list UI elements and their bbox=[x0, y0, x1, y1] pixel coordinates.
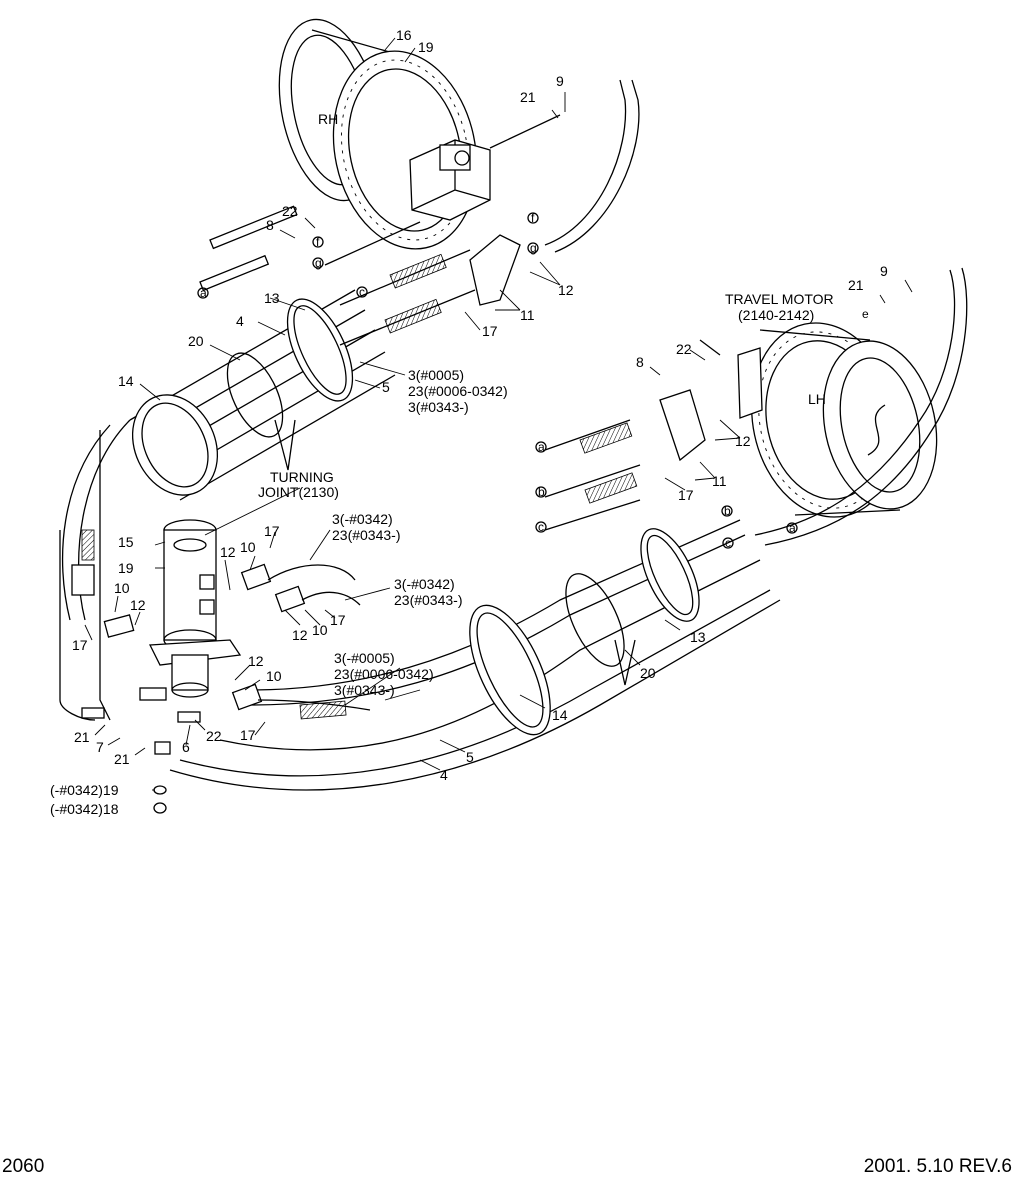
callout-21-left2: 21 bbox=[114, 751, 130, 767]
conn-marker-f: f bbox=[316, 235, 320, 249]
callout-17-right: 17 bbox=[678, 487, 694, 503]
lower-hose-bundle bbox=[169, 519, 781, 791]
left-hose-loop bbox=[59, 419, 131, 721]
callout-15: 15 bbox=[118, 534, 134, 550]
callout-5-bottom: 5 bbox=[466, 749, 474, 765]
callout-21-right: 21 bbox=[848, 277, 864, 293]
callout-19-mid: 19 bbox=[118, 560, 134, 576]
leader-lines bbox=[84, 37, 913, 791]
callout-group1-a: 3(#0005) bbox=[408, 367, 464, 383]
conn-marker-a2: a bbox=[538, 440, 545, 454]
callout-22-top: 22 bbox=[282, 203, 298, 219]
lh-travel-motor bbox=[737, 322, 938, 518]
label-turning-joint-ref: JOINT(2130) bbox=[258, 484, 339, 500]
callout-4-top: 4 bbox=[236, 313, 244, 329]
label-travel-motor-ref: (2140-2142) bbox=[738, 307, 814, 323]
callout-14-top: 14 bbox=[118, 373, 134, 389]
callout-group4-c: 3(#0343-) bbox=[334, 682, 395, 698]
callout-17-bot: 17 bbox=[240, 727, 256, 743]
callout-group1-b: 23(#0006-0342) bbox=[408, 383, 508, 399]
callout-6: 6 bbox=[182, 739, 190, 755]
part-labels: RH LH TRAVEL MOTOR (2140-2142) TURNING J… bbox=[50, 27, 888, 817]
label-rh: RH bbox=[318, 111, 338, 127]
callout-9-right: 9 bbox=[880, 263, 888, 279]
conn-marker-c: c bbox=[359, 285, 365, 299]
callout-11-right: 11 bbox=[712, 473, 727, 489]
callout-group3-b: 23(#0343-) bbox=[394, 592, 463, 608]
callout-9-top: 9 bbox=[556, 73, 564, 89]
callout-8-right: 8 bbox=[636, 354, 644, 370]
callout-12-midA: 12 bbox=[220, 544, 236, 560]
flanges bbox=[81, 563, 371, 814]
callout-10-midA: 10 bbox=[240, 539, 256, 555]
callout-group4-a: 3(-#0005) bbox=[334, 650, 395, 666]
callout-group4-b: 23(#0006-0342) bbox=[334, 666, 434, 682]
turning-joint bbox=[148, 519, 242, 698]
callout-12-midB: 12 bbox=[292, 627, 308, 643]
connection-markers: a c f g f g a b c b c a e bbox=[197, 211, 869, 550]
label-lh: LH bbox=[808, 391, 826, 407]
callout-12-bot: 12 bbox=[248, 653, 264, 669]
callout-12-top: 12 bbox=[558, 282, 574, 298]
page-number: 2060 bbox=[2, 1156, 44, 1177]
rh-travel-motor bbox=[278, 18, 491, 250]
conn-marker-c3: c bbox=[725, 536, 731, 550]
callout-17-top: 17 bbox=[482, 323, 498, 339]
callout-8-top: 8 bbox=[266, 217, 274, 233]
callout-16: 16 bbox=[396, 27, 412, 43]
callout-group1-c: 3(#0343-) bbox=[408, 399, 469, 415]
callout-group3-a: 3(-#0342) bbox=[394, 576, 455, 592]
conn-marker-a: a bbox=[200, 286, 207, 300]
callout-10-left: 10 bbox=[114, 580, 130, 596]
callout-10-bot: 10 bbox=[266, 668, 282, 684]
callout-21-top: 21 bbox=[520, 89, 536, 105]
callout-17-mid: 17 bbox=[264, 523, 280, 539]
callout-21-left: 21 bbox=[74, 729, 90, 745]
callout-4-bottom: 4 bbox=[440, 767, 448, 783]
conn-marker-g: g bbox=[315, 256, 322, 270]
callout-5-top: 5 bbox=[382, 379, 390, 395]
callout-19-top: 19 bbox=[418, 39, 434, 55]
callout-19-bottom: (-#0342)19 bbox=[50, 782, 119, 798]
callout-14-bottom: 14 bbox=[552, 707, 568, 723]
conn-marker-c2: c bbox=[538, 520, 544, 534]
callout-13-top: 13 bbox=[264, 290, 280, 306]
callout-10-midB: 10 bbox=[312, 622, 328, 638]
callout-12-right: 12 bbox=[735, 433, 751, 449]
callout-12-left: 12 bbox=[130, 597, 146, 613]
label-turning: TURNING bbox=[270, 469, 334, 485]
conn-marker-f2: f bbox=[531, 211, 535, 225]
callout-17-midB: 17 bbox=[330, 612, 346, 628]
conn-marker-a3: a bbox=[789, 521, 796, 535]
callout-20-top: 20 bbox=[188, 333, 204, 349]
label-travel-motor: TRAVEL MOTOR bbox=[725, 291, 834, 307]
conn-marker-b2: b bbox=[538, 485, 545, 499]
callout-20-bottom: 20 bbox=[640, 665, 656, 681]
revision-label: 2001. 5.10 REV.6 bbox=[864, 1156, 1012, 1177]
callout-group2-b: 23(#0343-) bbox=[332, 527, 401, 543]
callout-17-left: 17 bbox=[72, 637, 88, 653]
callout-22-right: 22 bbox=[676, 341, 692, 357]
callout-13-bottom: 13 bbox=[690, 629, 706, 645]
callout-group2-a: 3(-#0342) bbox=[332, 511, 393, 527]
conn-marker-e: e bbox=[862, 307, 869, 321]
callout-11-top: 11 bbox=[520, 307, 535, 323]
conn-marker-b3: b bbox=[724, 504, 731, 518]
callout-7: 7 bbox=[96, 739, 104, 755]
conn-marker-g2: g bbox=[530, 241, 537, 255]
callout-22-bot: 22 bbox=[206, 728, 222, 744]
callout-18-bottom: (-#0342)18 bbox=[50, 801, 119, 817]
upper-hose-bundle bbox=[129, 289, 396, 501]
right-hoses bbox=[544, 267, 968, 546]
upper-hoses bbox=[199, 79, 640, 346]
